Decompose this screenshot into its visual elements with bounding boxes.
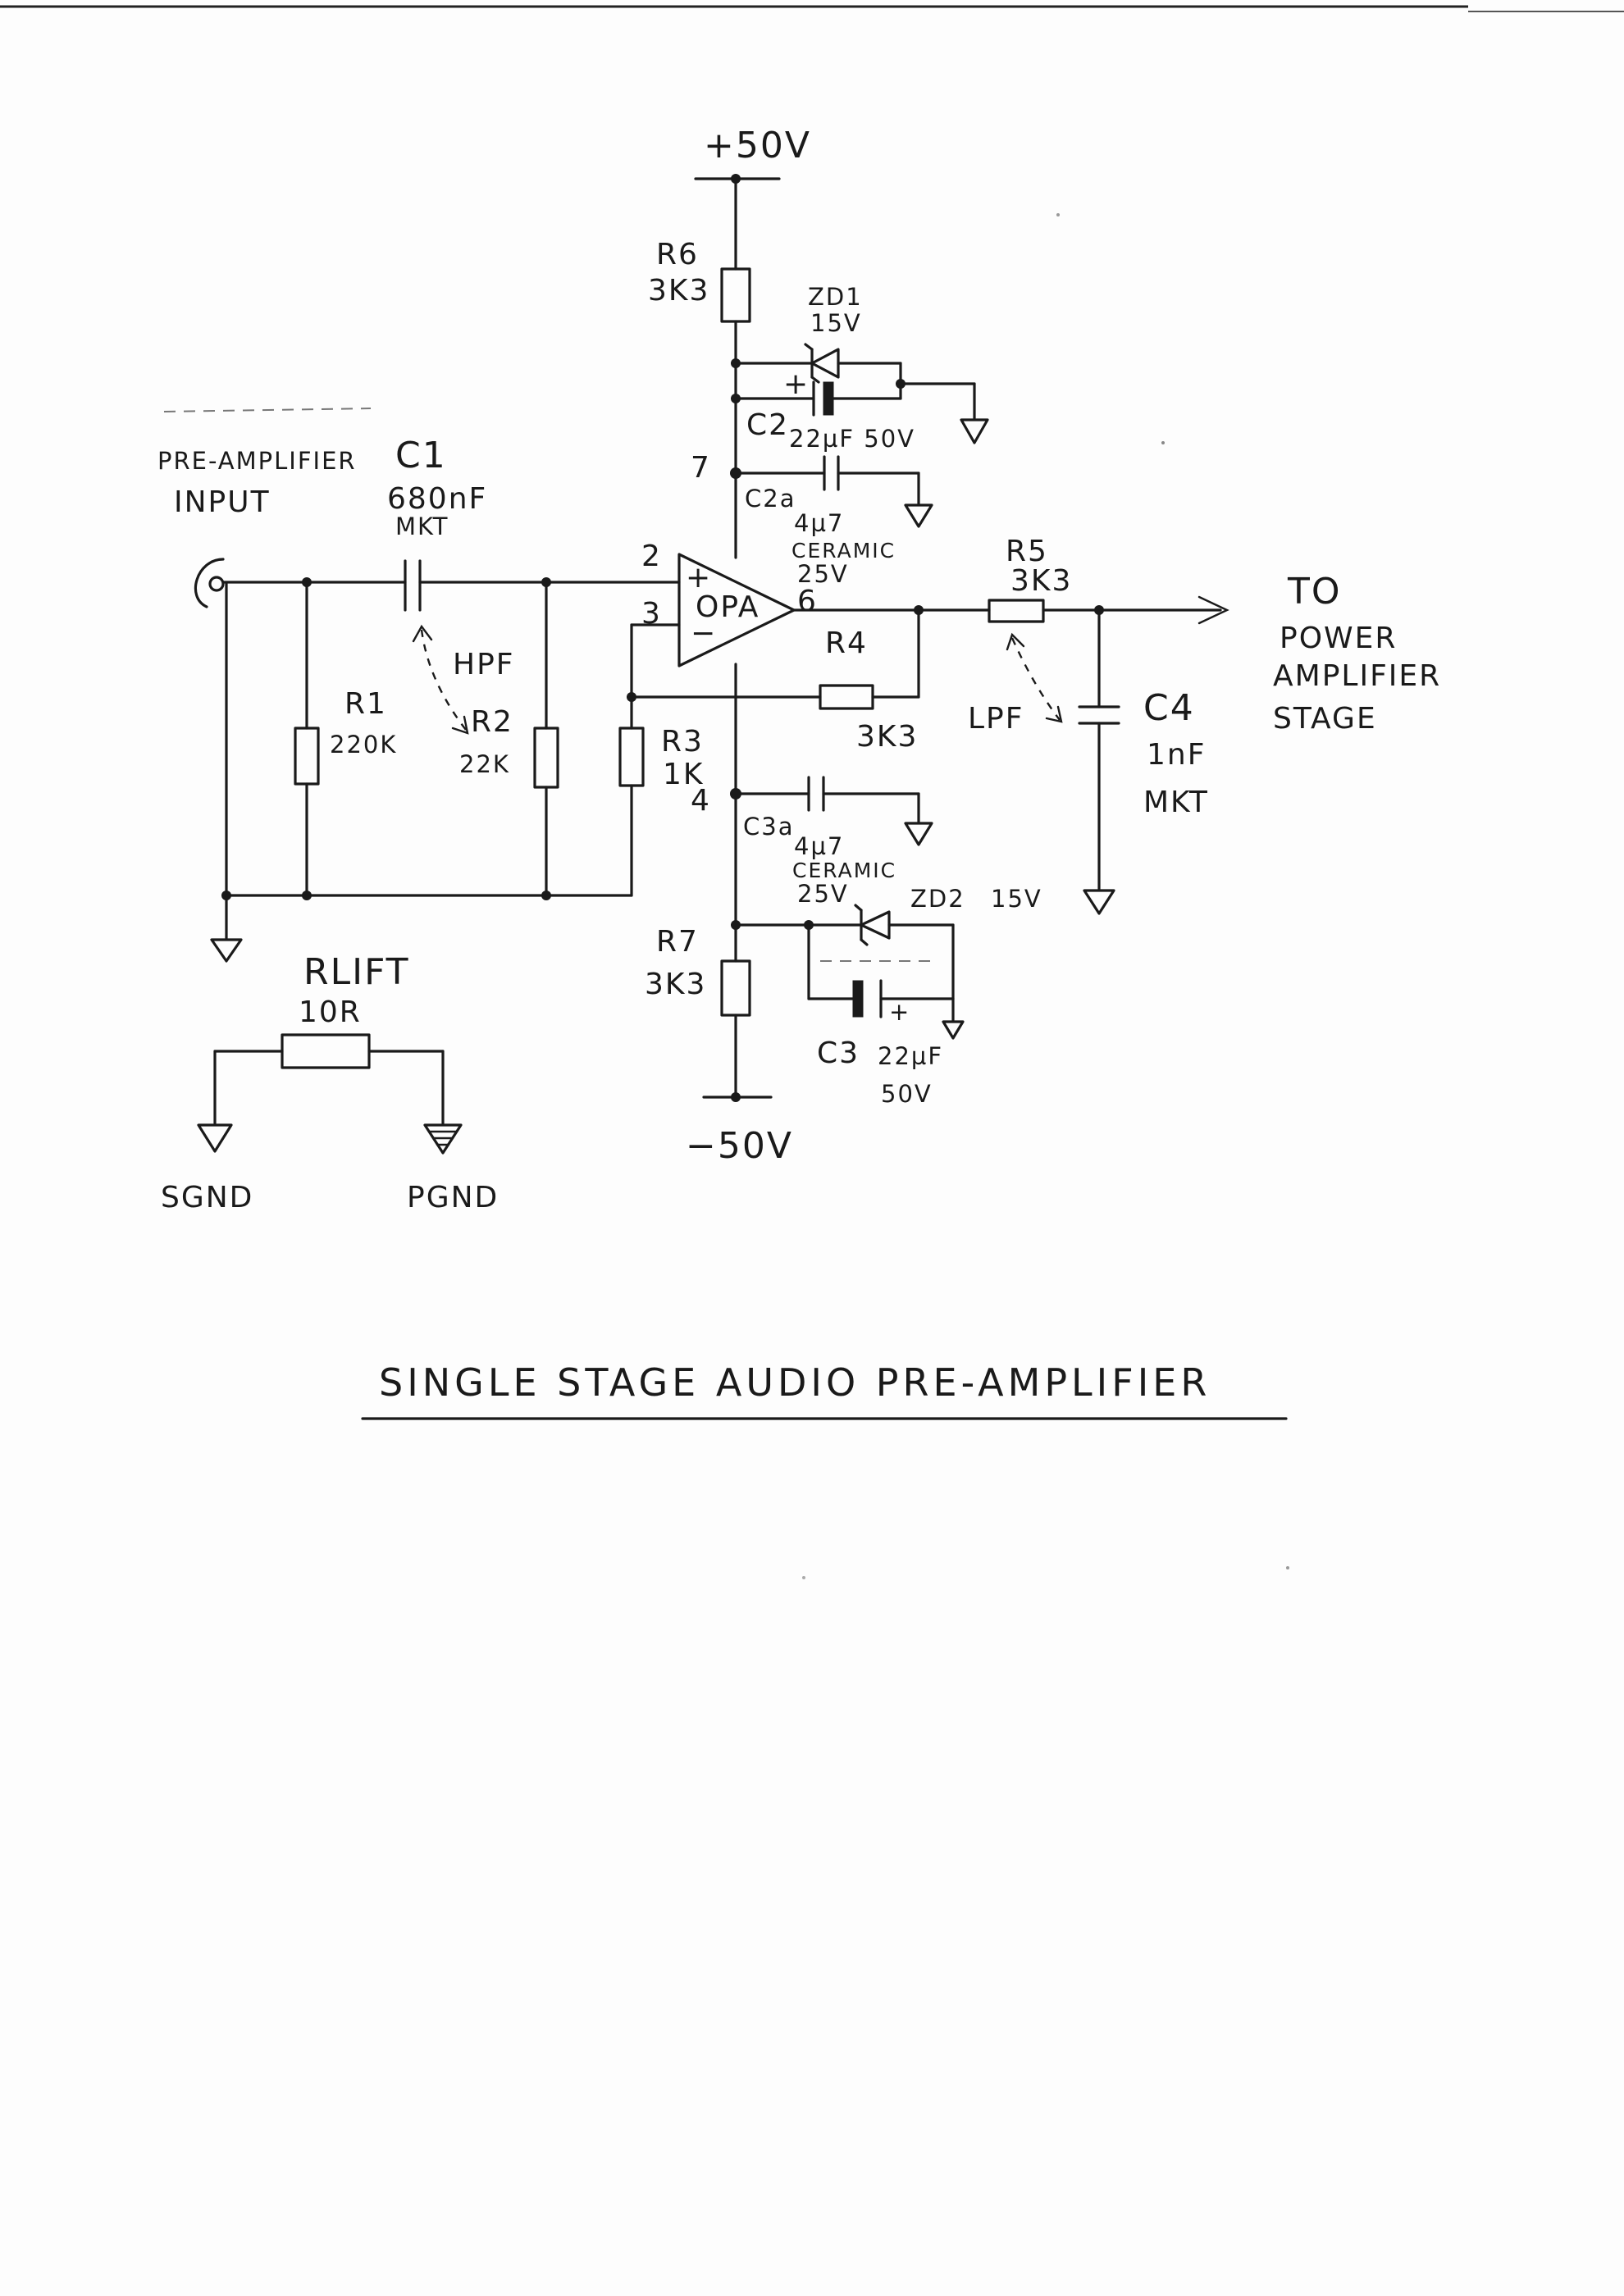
capacitor-c4 [1078, 608, 1120, 891]
r1-value: 220K [330, 731, 397, 758]
c2-ref: C2 [746, 408, 789, 442]
output-arrow [1197, 595, 1229, 625]
capacitor-c2 [734, 380, 976, 420]
c3-polarity: + [889, 998, 910, 1026]
rlift-ref: RLIFT [303, 951, 409, 993]
zener-diode-zd1 [734, 343, 906, 400]
output-label-line2: POWER [1280, 622, 1397, 655]
r5-ref: R5 [1006, 535, 1048, 568]
zener-diode-zd2 [734, 904, 955, 1000]
r6-ref: R6 [656, 238, 699, 271]
zd1-ref: ZD1 [808, 283, 863, 311]
resistor-r7 [720, 959, 751, 1017]
lpf-arrowhead-top [1006, 632, 1025, 651]
c3a-voltage: 25V [797, 880, 849, 908]
zd1-value: 15V [810, 309, 862, 337]
power-ground-label: PGND [407, 1181, 499, 1214]
rlift-value: 10R [299, 995, 362, 1029]
capacitor-c1 [404, 559, 681, 612]
c3-ref: C3 [817, 1036, 860, 1070]
opamp-plus: + [686, 561, 712, 594]
resistor-r2 [533, 581, 559, 900]
pin4-label: 4 [691, 784, 711, 818]
ground-symbol-c3a [904, 822, 933, 846]
r2-ref: R2 [471, 705, 513, 739]
r1-ref: R1 [344, 687, 387, 721]
lpf-arrowhead-bottom [1045, 705, 1063, 723]
c3a-type: CERAMIC [792, 859, 896, 882]
positive-supply-label: +50V [704, 125, 811, 166]
opamp-opa [677, 553, 796, 667]
c4-ref: C4 [1143, 687, 1195, 729]
resistor-r3 [618, 623, 681, 897]
c1-ref: C1 [395, 435, 447, 476]
ground-symbol-input [210, 938, 243, 963]
c3a-ref: C3a [743, 813, 794, 840]
negative-supply-rail [702, 1014, 773, 1102]
c2a-value: 4µ7 [794, 509, 844, 537]
ground-symbol-c2a [904, 503, 933, 528]
signal-ground-label: SGND [161, 1181, 253, 1214]
r2-value: 22K [459, 750, 510, 778]
capacitor-c3 [807, 923, 955, 1022]
positive-supply-rail [694, 174, 781, 271]
r3-value: 1K [663, 758, 705, 791]
opamp-name: OPA [696, 590, 760, 624]
c2a-ref: C2a [745, 485, 796, 512]
hpf-label: HPF [453, 648, 515, 681]
pin2-label: 2 [641, 540, 662, 573]
resistor-r1 [294, 581, 320, 900]
r5-value: 3K3 [1010, 564, 1072, 598]
hpf-arrowhead-bottom [451, 715, 469, 735]
c2a-type: CERAMIC [791, 539, 896, 563]
hpf-arrowhead-top [412, 624, 433, 643]
output-label-line3: AMPLIFIER [1273, 659, 1441, 693]
faint-scan-line [163, 408, 372, 412]
negative-supply-label: −50V [686, 1125, 793, 1167]
r4-value: 3K3 [856, 720, 918, 754]
ground-symbol-c2 [960, 418, 989, 444]
c2-polarity: + [783, 367, 810, 401]
ground-symbol-c4 [1083, 889, 1115, 915]
c4-value: 1nF [1147, 738, 1206, 772]
c3a-value: 4µ7 [794, 832, 844, 860]
capacitor-c3a [734, 776, 920, 823]
c4-type: MKT [1143, 786, 1209, 819]
capacitor-c2a [734, 455, 920, 505]
diagram-title: SINGLE STAGE AUDIO PRE-AMPLIFIER [379, 1360, 1211, 1405]
c2a-voltage: 25V [797, 560, 849, 588]
pin3-label: 3 [641, 597, 662, 631]
c3-voltage: 50V [881, 1080, 933, 1108]
r4-ref: R4 [825, 626, 868, 660]
input-label-line2: INPUT [174, 485, 271, 519]
pin6-label: 6 [797, 585, 818, 618]
resistor-r4 [630, 605, 924, 710]
resistor-r6 [720, 267, 751, 323]
r6-value: 3K3 [648, 274, 709, 308]
power-ground-symbol [423, 1123, 463, 1155]
zd2-ref: ZD2 [910, 885, 965, 913]
resistor-r5 [792, 599, 1222, 623]
opamp-minus: − [691, 617, 717, 650]
lpf-label: LPF [968, 702, 1024, 736]
signal-ground-symbol [197, 1123, 233, 1153]
input-label-line1: PRE-AMPLIFIER [157, 447, 357, 475]
r3-ref: R3 [661, 725, 704, 758]
r7-value: 3K3 [645, 968, 706, 1001]
c2-value: 22µF 50V [789, 425, 915, 453]
ground-symbol-c3 [942, 1020, 965, 1040]
pin7-label: 7 [691, 451, 711, 485]
resistor-rlift [213, 1033, 445, 1125]
c3-value: 22µF [878, 1042, 943, 1070]
zd2-value: 15V [991, 885, 1042, 913]
c1-type: MKT [395, 512, 449, 540]
input-jack [194, 558, 231, 940]
output-label-line1: TO [1287, 571, 1342, 613]
r7-ref: R7 [656, 925, 699, 959]
c1-value: 680nF [387, 482, 487, 516]
lpf-indicator-arrow [1010, 637, 1061, 721]
output-label-line4: STAGE [1273, 702, 1377, 736]
